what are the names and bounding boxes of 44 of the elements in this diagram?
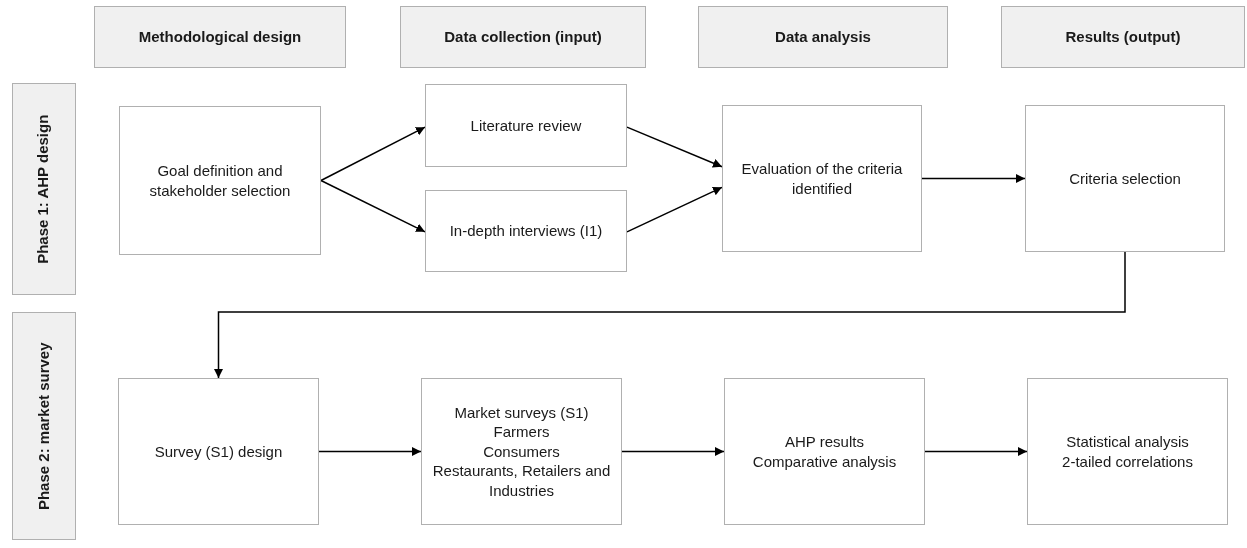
box-label: Consumers [483,441,560,462]
box-label: Literature review [470,115,582,136]
box-label: Evaluation of the criteria identified [740,159,904,198]
arrow [921,174,1026,183]
box-label: Comparative analysis [752,451,897,471]
box-label: Survey (S1) design [154,441,283,462]
process-box [1025,105,1225,252]
process-box [119,106,321,255]
box-label: Farmers [493,422,550,442]
process-box [1027,378,1228,525]
arrow [214,251,1126,379]
header-label: Data collection (input) [444,26,602,47]
arrow [621,447,725,456]
box-label: Statistical analysis [1066,432,1189,452]
phase-label: Phase 1: AHP design [33,114,53,264]
column-header [698,6,948,68]
arrow [626,126,723,168]
process-box [425,84,627,167]
process-box [425,190,627,272]
arrow [320,126,426,182]
box-label: Goal definition and stakeholder selection [148,161,292,200]
process-box [722,105,922,252]
box-label: In-depth interviews (I1) [449,221,603,241]
column-header [400,6,646,68]
column-header [1001,6,1245,68]
phase-label: Phase 2: market survey [33,342,53,510]
phase-band [12,312,76,540]
box-label: Market surveys (S1) [454,402,589,423]
arrow [626,186,723,233]
header-label: Methodological design [138,26,302,47]
header-label: Results (output) [1065,26,1181,47]
arrow [320,179,426,233]
header-label: Data analysis [775,26,871,47]
column-header [94,6,346,68]
arrow [924,447,1028,456]
box-label: AHP results [785,432,864,452]
process-box [118,378,319,525]
box-label: 2-tailed correlations [1062,451,1193,471]
box-label: Criteria selection [1069,168,1181,189]
process-box [421,378,622,525]
box-label: Restaurants, Retailers and Industries [431,461,612,501]
arrow [318,447,422,456]
process-box [724,378,925,525]
phase-band [12,83,76,295]
